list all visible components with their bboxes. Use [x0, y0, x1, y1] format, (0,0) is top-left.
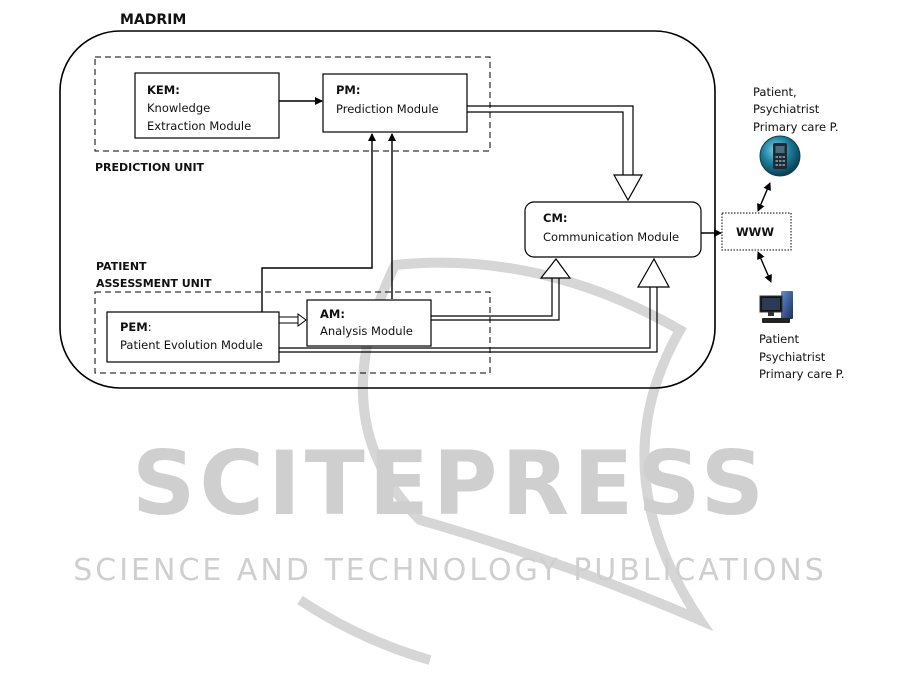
- cm-code: CM:: [543, 211, 567, 225]
- patient-assessment-unit-label-line2: ASSESSMENT UNIT: [96, 277, 212, 290]
- cm-name: Communication Module: [543, 230, 679, 244]
- pem-to-pm-arrow: [261, 133, 376, 312]
- pem-code-text: PEM: [120, 320, 148, 334]
- am-name: Analysis Module: [320, 324, 413, 338]
- am-to-cm-arrow: [431, 258, 572, 321]
- cm-module: CM: Communication Module: [524, 201, 702, 258]
- am-code: AM:: [320, 307, 345, 321]
- mobile-users-label: Patient, Psychiatrist Primary care P.: [753, 85, 838, 134]
- desktop-users-line3: Primary care P.: [759, 367, 844, 381]
- kem-module: KEM: Knowledge Extraction Module: [134, 72, 280, 139]
- pm-module: PM: Prediction Module: [322, 73, 468, 133]
- pem-to-cm-arrow: [279, 257, 671, 353]
- mobile-phone-icon: [759, 135, 801, 177]
- www-label: WWW: [736, 225, 774, 239]
- desktop-users-label: Patient Psychiatrist Primary care P.: [759, 332, 844, 381]
- pem-code-colon: :: [148, 320, 152, 334]
- pem-code: PEM:: [120, 320, 152, 334]
- desktop-computer-icon: [759, 291, 793, 323]
- mobile-users-line1: Patient,: [753, 85, 797, 99]
- patient-assessment-unit-label-line1: PATIENT: [96, 260, 147, 273]
- pm-name: Prediction Module: [336, 102, 439, 116]
- kem-code: KEM:: [147, 83, 180, 97]
- watermark-logo-text: SCITEPRESS: [132, 432, 768, 535]
- pm-code: PM:: [336, 83, 360, 97]
- watermark-tagline: SCIENCE AND TECHNOLOGY PUBLICATIONS: [73, 553, 827, 588]
- kem-name-line1: Knowledge: [147, 101, 210, 115]
- pm-to-cm-arrow: [467, 105, 644, 202]
- am-module: AM: Analysis Module: [306, 299, 432, 347]
- prediction-unit-label: PREDICTION UNIT: [95, 161, 205, 174]
- desktop-users-line1: Patient: [759, 332, 800, 346]
- prediction-unit-boundary: [94, 56, 491, 152]
- patient-assessment-unit-boundary: [94, 291, 491, 374]
- madrim-container: [59, 30, 716, 389]
- diagram-title: MADRIM: [120, 12, 186, 28]
- www-desktop-link-arrow: [757, 251, 772, 283]
- watermark: SCITEPRESS SCIENCE AND TECHNOLOGY PUBLIC…: [73, 257, 827, 665]
- desktop-users-line2: Psychiatrist: [759, 350, 826, 364]
- www-mobile-link-arrow: [757, 182, 771, 212]
- pem-module: PEM: Patient Evolution Module: [106, 311, 280, 363]
- pem-to-am-arrow: [279, 313, 307, 327]
- kem-name-line2: Extraction Module: [147, 119, 251, 133]
- pem-name: Patient Evolution Module: [120, 338, 263, 352]
- www-node: WWW: [721, 212, 792, 251]
- mobile-users-line3: Primary care P.: [753, 120, 838, 134]
- mobile-users-line2: Psychiatrist: [753, 102, 820, 116]
